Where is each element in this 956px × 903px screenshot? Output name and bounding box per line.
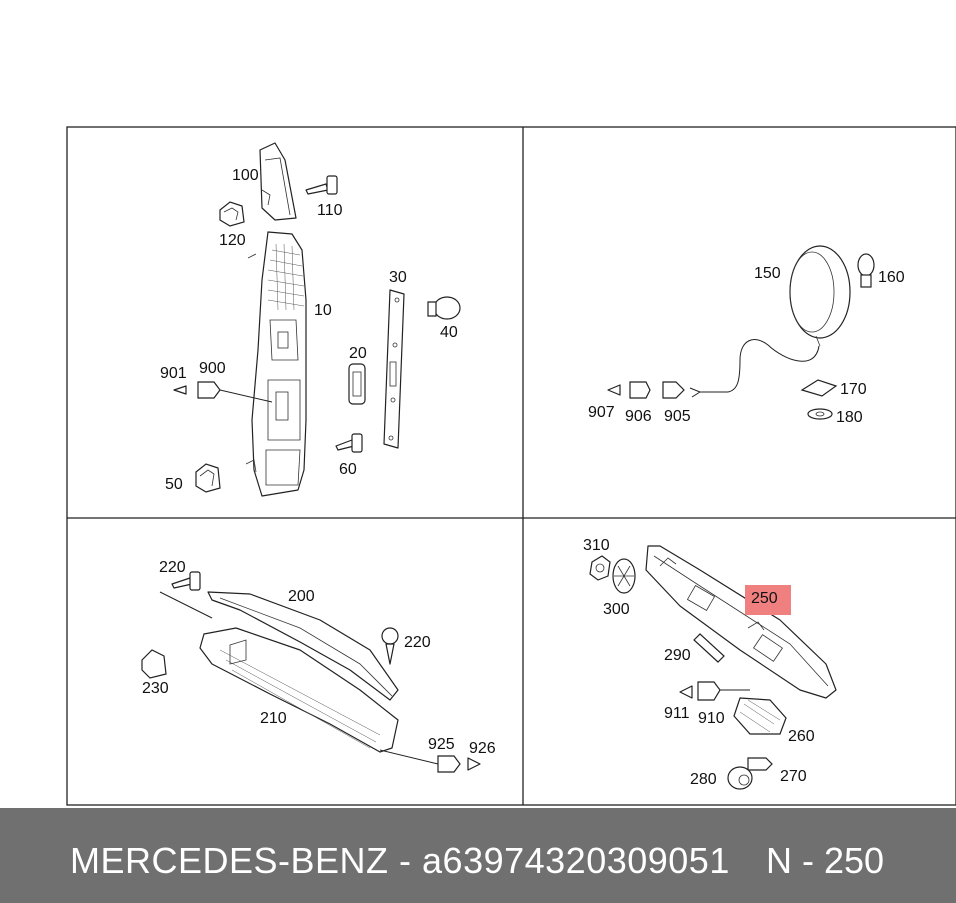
part-connector-925 (437, 755, 461, 773)
callout-270: 270 (780, 768, 807, 785)
callout-290: 290 (664, 647, 691, 664)
callout-40: 40 (440, 324, 458, 341)
part-connector-906 (629, 381, 651, 399)
callout-30: 30 (389, 269, 407, 286)
part-bracket-strip (383, 289, 405, 449)
callout-20: 20 (349, 345, 367, 362)
part-washer-300 (612, 558, 636, 594)
part-clip-230 (141, 649, 167, 679)
callout-200: 200 (288, 588, 315, 605)
part-bulb-160 (857, 253, 875, 288)
footer-page-ref: N - 250 (766, 840, 885, 881)
part-connector-910 (697, 681, 721, 701)
callout-280: 280 (690, 771, 717, 788)
part-cover-strip (259, 142, 297, 221)
callout-260: 260 (788, 728, 815, 745)
callout-925: 925 (428, 736, 455, 753)
part-wiring-harness (700, 339, 820, 393)
part-screw-220-right (381, 627, 399, 665)
part-washer-180 (807, 408, 833, 420)
parts-diagram: 100 110 120 10 30 40 20 901 900 60 50 (66, 126, 956, 806)
part-lamp-body-210 (199, 627, 399, 753)
part-bulb-270 (747, 757, 773, 771)
part-clip-170 (800, 379, 838, 397)
callout-210: 210 (260, 710, 287, 727)
part-screw-60 (335, 433, 363, 453)
part-screw-220-top (171, 571, 201, 591)
panel-bottom-right: 310 300 250 290 911 910 260 280 270 (583, 537, 837, 790)
part-bulb-40 (427, 296, 461, 320)
callout-100: 100 (232, 167, 259, 184)
part-pin-290 (693, 633, 725, 663)
callout-50: 50 (165, 476, 183, 493)
callout-300: 300 (603, 601, 630, 618)
callout-160: 160 (878, 269, 905, 286)
part-pin-926 (467, 757, 481, 771)
callout-150: 150 (754, 265, 781, 282)
part-screw-110 (305, 175, 338, 195)
callout-60: 60 (339, 461, 357, 478)
panel-top-right: 150 160 170 180 907 906 905 (588, 245, 905, 426)
part-handle-bar-250 (645, 545, 837, 699)
callout-906: 906 (625, 408, 652, 425)
highlight-250 (745, 585, 791, 615)
footer-brand-part-number: MERCEDES-BENZ - a63974320309051 (70, 840, 730, 881)
callout-910: 910 (698, 710, 725, 727)
part-pin-911 (679, 685, 693, 699)
callout-170: 170 (840, 381, 867, 398)
panel-top-left: 100 110 120 10 30 40 20 901 900 60 50 (160, 142, 461, 497)
callout-310: 310 (583, 537, 610, 554)
callout-10: 10 (314, 302, 332, 319)
part-clip-50 (195, 463, 221, 493)
callout-220-top: 220 (159, 559, 186, 576)
part-connector-905 (662, 381, 685, 399)
part-lamp-cover-200 (207, 591, 399, 701)
callout-907: 907 (588, 404, 615, 421)
callout-120: 120 (219, 232, 246, 249)
footer-bar: MERCEDES-BENZ - a63974320309051 N - 250 (0, 808, 956, 903)
part-nut-310 (589, 555, 611, 581)
callout-911: 911 (664, 705, 690, 722)
callout-180: 180 (836, 409, 863, 426)
part-pin-907 (607, 384, 621, 396)
callout-905: 905 (664, 408, 691, 425)
part-license-lamp-260 (733, 697, 787, 735)
callout-250: 250 (751, 590, 778, 607)
part-connector-900 (173, 381, 273, 403)
callout-110: 110 (317, 202, 343, 219)
panel-grid (66, 126, 956, 806)
callout-901: 901 (160, 365, 187, 382)
part-reflector-20 (348, 363, 366, 405)
callout-926: 926 (469, 740, 496, 757)
part-tail-lamp-housing (245, 231, 307, 497)
part-socket-280 (727, 766, 753, 790)
callout-220-right: 220 (404, 634, 431, 651)
panel-bottom-left: 220 200 220 230 210 925 926 (141, 559, 496, 773)
callout-900: 900 (199, 360, 226, 377)
part-round-lamp-150 (789, 245, 851, 347)
part-clip-120 (219, 201, 245, 227)
callout-230: 230 (142, 680, 169, 697)
